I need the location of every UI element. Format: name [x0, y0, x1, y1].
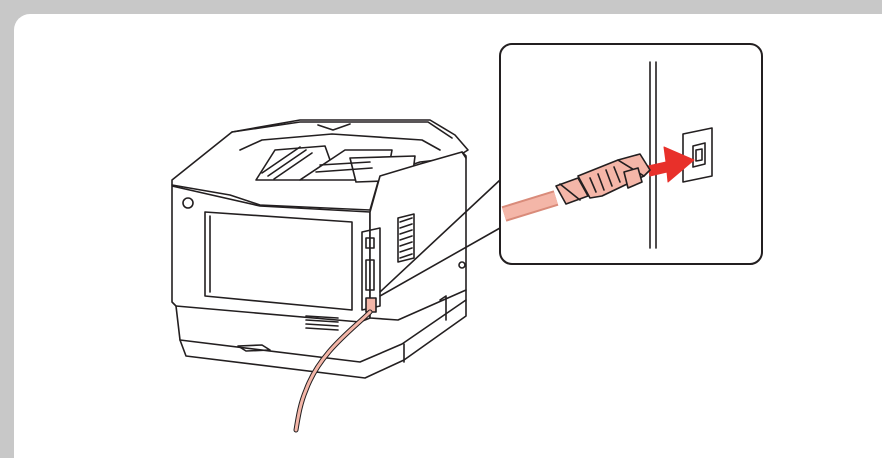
printer-icon	[171, 119, 469, 379]
lan-port-icon	[682, 127, 713, 183]
callout-line-top	[379, 179, 501, 293]
callout-line-bottom	[379, 227, 501, 297]
arrow-right-icon	[647, 146, 695, 183]
zoom-callout-box	[499, 43, 763, 265]
rj45-ethernet-plug-icon	[501, 153, 651, 222]
